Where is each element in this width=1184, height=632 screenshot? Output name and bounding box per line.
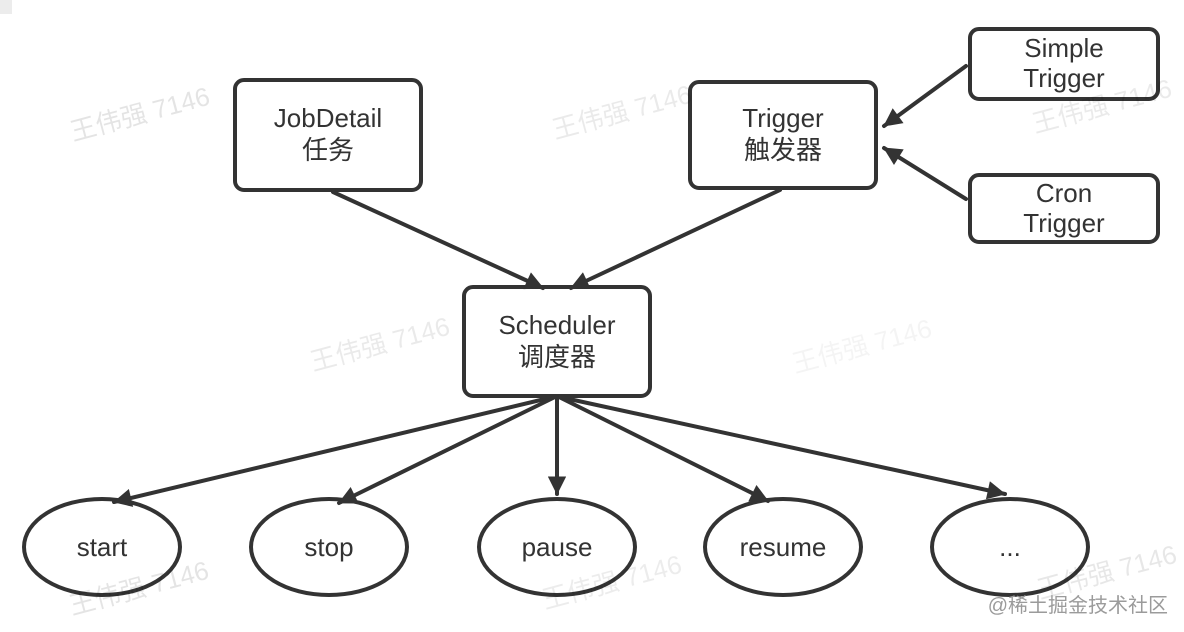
edge-scheduler-to-stop bbox=[337, 395, 557, 505]
node-scheduler: Scheduler 调度器 bbox=[462, 285, 652, 398]
watermark-text: 王伟强 7146 bbox=[548, 78, 695, 145]
node-cron-trigger: Cron Trigger bbox=[968, 173, 1160, 244]
watermark-text: 王伟强 7146 bbox=[66, 80, 213, 147]
node-resume: resume bbox=[703, 497, 863, 597]
edge-simple-trigger-to-trigger bbox=[882, 64, 968, 128]
node-resume-label: resume bbox=[739, 531, 827, 562]
node-start-label: start bbox=[76, 531, 128, 562]
node-more-label: ... bbox=[999, 531, 1021, 562]
node-simple-trigger-line2: Trigger bbox=[1023, 63, 1105, 93]
node-cron-trigger-line2: Trigger bbox=[1023, 207, 1105, 238]
node-simple-trigger-line1: Simple bbox=[1024, 33, 1104, 64]
credit-text: @稀土掘金技术社区 bbox=[987, 595, 1168, 617]
node-trigger-line2: 触发器 bbox=[743, 135, 822, 165]
node-start: start bbox=[22, 497, 182, 597]
edge-cron-trigger-to-trigger bbox=[882, 146, 968, 201]
node-simple-trigger: Simple Trigger bbox=[968, 27, 1160, 101]
node-jobdetail-line2: 任务 bbox=[301, 135, 354, 165]
node-stop-label: stop bbox=[304, 531, 354, 562]
corner-artifact bbox=[0, 0, 12, 14]
watermark-text: 王伟强 7146 bbox=[306, 310, 453, 377]
node-cron-trigger-line1: Cron bbox=[1035, 177, 1093, 208]
node-stop: stop bbox=[249, 497, 409, 597]
edge-scheduler-to-start bbox=[112, 395, 555, 507]
edge-scheduler-to-more bbox=[558, 395, 1007, 500]
edge-trigger-to-scheduler bbox=[569, 188, 782, 290]
node-scheduler-line1: Scheduler bbox=[498, 309, 616, 340]
node-pause-label: pause bbox=[521, 531, 593, 562]
node-jobdetail-line1: JobDetail bbox=[273, 103, 383, 134]
edge-jobdetail-to-scheduler bbox=[331, 190, 545, 290]
node-trigger-line1: Trigger bbox=[742, 103, 824, 134]
node-jobdetail: JobDetail 任务 bbox=[233, 78, 423, 192]
node-trigger: Trigger 触发器 bbox=[688, 80, 878, 190]
node-pause: pause bbox=[477, 497, 637, 597]
node-more: ... bbox=[930, 497, 1090, 597]
watermark-text: 王伟强 7146 bbox=[788, 308, 936, 381]
node-scheduler-line2: 调度器 bbox=[517, 341, 596, 372]
edge-scheduler-to-resume bbox=[557, 395, 770, 503]
